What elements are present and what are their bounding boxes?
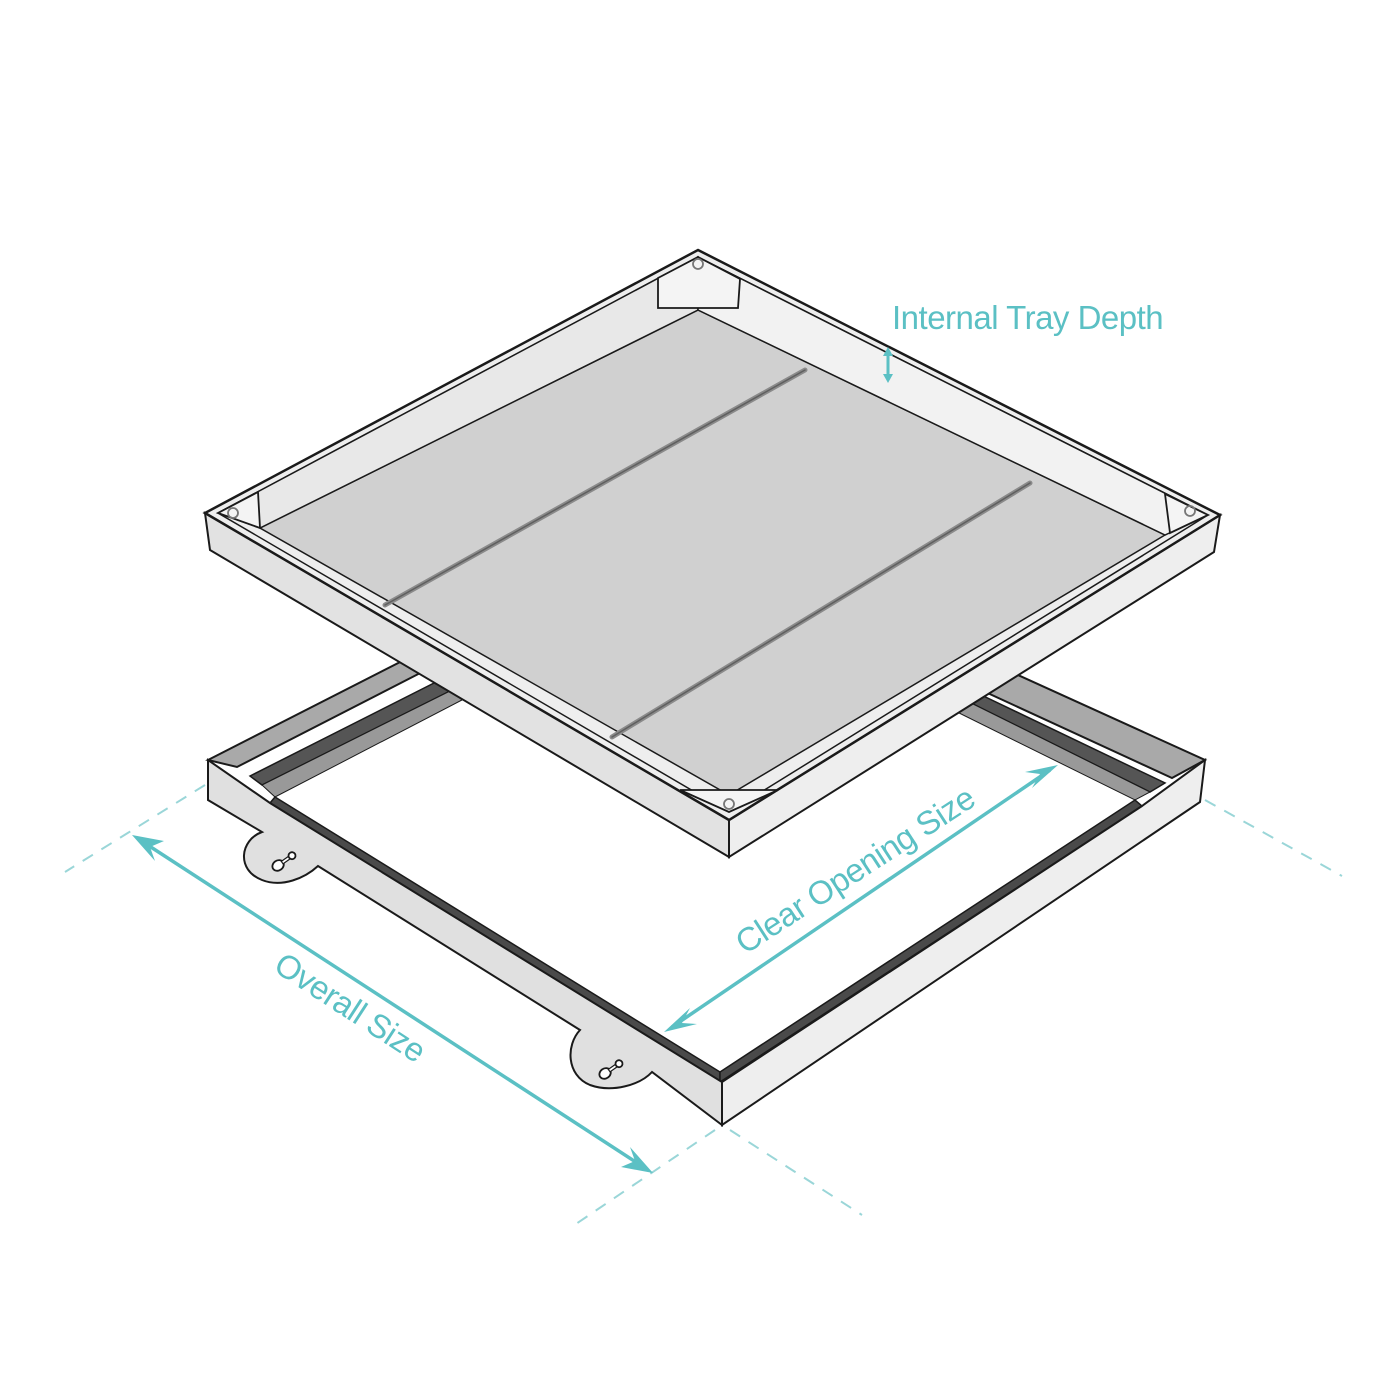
internal-tray-depth-label: Internal Tray Depth (892, 299, 1163, 336)
extension-line (569, 1129, 716, 1229)
overall-size-label: Overall Size (268, 945, 432, 1070)
reinforcing-bar (611, 482, 1031, 738)
screw-hole-icon (723, 798, 735, 810)
tray (202, 248, 1223, 859)
screw-hole-icon (227, 507, 239, 519)
keyhole-icon (598, 1059, 624, 1080)
reinforcing-bar (384, 369, 806, 606)
frame-face-right (721, 757, 1207, 1127)
corner-gusset-top (657, 255, 741, 309)
screw-hole-icon (692, 258, 704, 270)
frame-channel-left-inner (261, 689, 463, 798)
overall-size-dimension-arrow (132, 835, 653, 1173)
frame (205, 655, 1208, 1128)
keyhole-icon (271, 851, 297, 872)
extension-line (64, 784, 206, 873)
extension-line (729, 1129, 863, 1216)
corner-gusset-right (1163, 492, 1211, 535)
clear-opening-dimension-arrow (664, 765, 1058, 1032)
corner-gusset-bottom (679, 789, 779, 813)
extension-line (1204, 799, 1343, 877)
corner-gusset-left (215, 490, 261, 530)
screw-hole-icon (1184, 505, 1196, 517)
depth-dimension-arrow (883, 347, 893, 383)
frame-face-left (207, 758, 723, 1128)
